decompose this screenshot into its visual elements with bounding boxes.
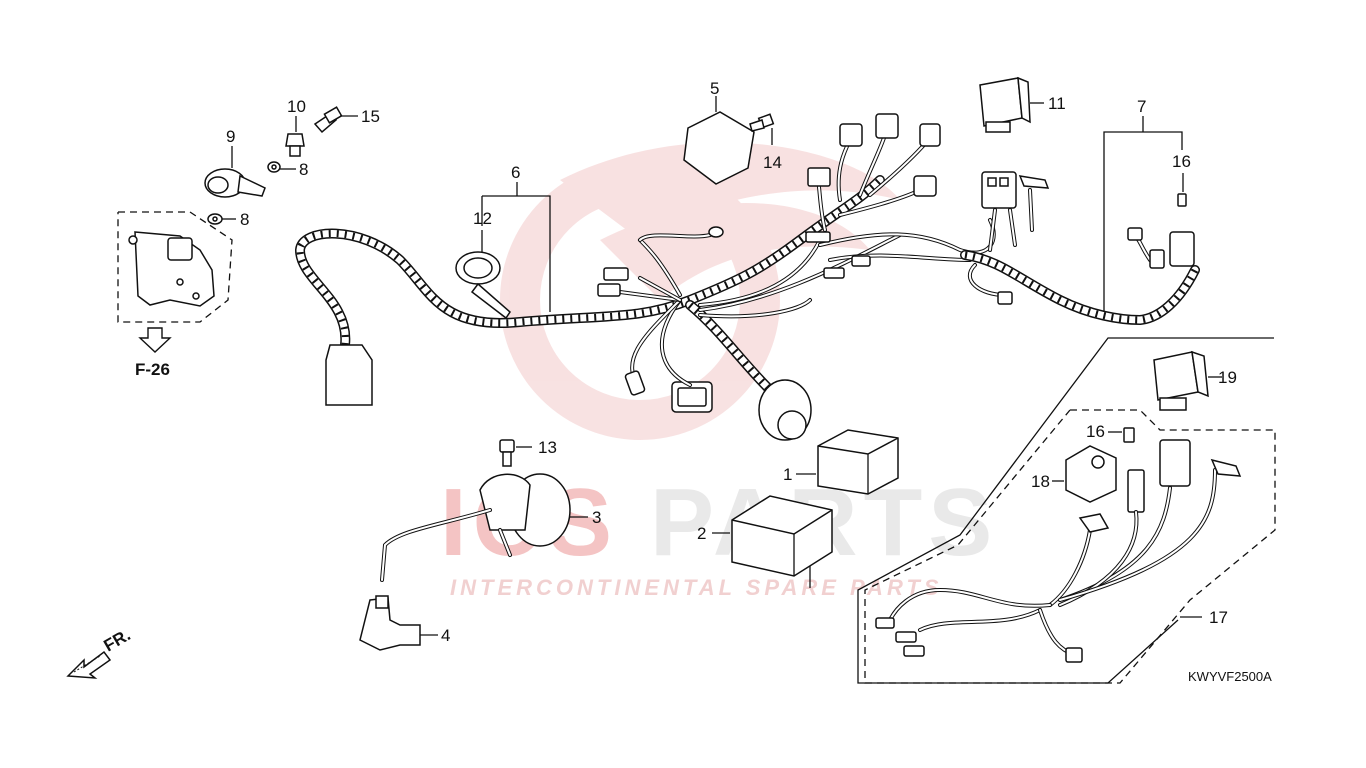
callout-14: 14 [763,153,782,172]
watermark-tagline: INTERCONTINENTAL SPARE PARTS [450,575,943,600]
sub-harness-frame [857,337,1276,684]
callout-7: 7 [1137,97,1146,116]
front-direction-arrow [66,650,112,679]
part-10-nut [285,116,305,157]
callout-8a: 8 [299,160,308,179]
arrow-icon [66,650,112,679]
part-5-flasher [683,96,755,185]
reference-label: F-26 [135,360,170,379]
callout-numbers: 1 2 3 4 5 6 7 8 8 9 10 11 12 13 14 15 16… [226,79,1237,645]
mounting-bracket [117,211,233,353]
part-7-sub-harness [960,171,1200,325]
part-13-bolt [499,439,532,467]
callout-16b: 16 [1086,422,1105,441]
callout-9: 9 [226,127,235,146]
part-9-grommet [204,146,266,198]
part-11-relay [979,76,1044,133]
part-3-ignition-coil [380,473,588,582]
reference-arrow-icon [138,327,172,353]
callout-8b: 8 [240,210,249,229]
part-8-washer-a [267,161,296,173]
part-6-main-harness [295,113,996,441]
part-17-sub-harness [875,439,1242,663]
part-14-bolt [749,113,775,145]
callout-2: 2 [697,524,706,543]
leader-lines [481,116,1183,312]
part-1-box [796,429,899,495]
part-19-relay [1153,350,1222,411]
callout-5: 5 [710,79,719,98]
part-2-cdi [712,495,833,588]
part-8-washer-b [207,213,236,225]
callout-10: 10 [287,97,306,116]
callout-13: 13 [538,438,557,457]
callout-18: 18 [1031,472,1050,491]
callout-19: 19 [1218,368,1237,387]
callout-16a: 16 [1172,152,1191,171]
callout-4: 4 [441,626,450,645]
part-16-fuse-b [1108,427,1135,443]
watermark-gear-logo [500,142,900,440]
front-label: FR. [101,625,134,655]
part-15-bolt [313,106,358,134]
callout-3: 3 [592,508,601,527]
callout-6: 6 [511,163,520,182]
part-12-band [455,230,511,320]
diagram-code: KWYVF2500A [1188,669,1272,684]
part-4-plug-cap [359,595,438,651]
part-18-holder [1052,445,1117,503]
callout-15: 15 [361,107,380,126]
callout-11: 11 [1048,94,1066,113]
callout-12: 12 [473,209,492,228]
callout-1: 1 [783,465,792,484]
callout-17: 17 [1209,608,1228,627]
